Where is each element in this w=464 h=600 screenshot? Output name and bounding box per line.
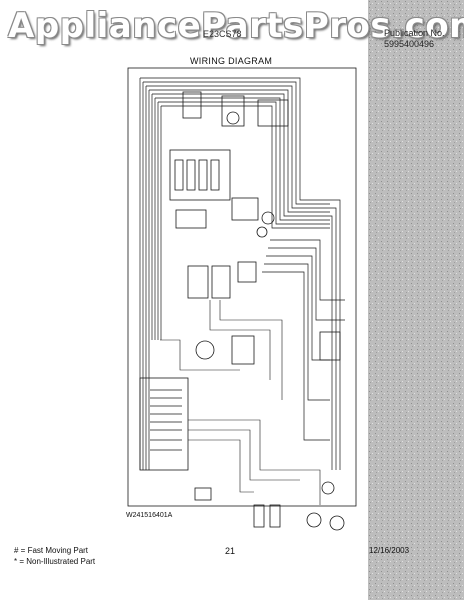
terminal-block — [139, 377, 189, 471]
components-middle — [187, 261, 341, 365]
publication-number: 5995400496 — [384, 39, 435, 49]
model-number: E23CS78 — [203, 29, 242, 39]
control-board — [169, 149, 231, 201]
components-upper — [175, 91, 289, 238]
diagram-title: WIRING DIAGRAM — [190, 56, 273, 66]
diagram-part-number: W241516401A — [126, 512, 173, 519]
wire-harness-top — [140, 77, 330, 229]
vertical-bus — [139, 78, 162, 470]
components-lower — [194, 481, 345, 531]
watermark-logo: AppliancePartsPros.com — [8, 6, 464, 46]
page-number: 21 — [225, 546, 236, 556]
legend-non-illustrated: * = Non-Illustrated Part — [14, 557, 96, 566]
publication-date: 12/16/2003 — [369, 546, 410, 555]
border-frame — [127, 67, 357, 507]
grain-panel — [368, 0, 464, 600]
cross-wires — [160, 300, 321, 505]
right-harness — [262, 199, 345, 470]
legend-fast-moving: # = Fast Moving Part — [14, 546, 89, 555]
publication-label: Publication No. — [384, 28, 445, 38]
